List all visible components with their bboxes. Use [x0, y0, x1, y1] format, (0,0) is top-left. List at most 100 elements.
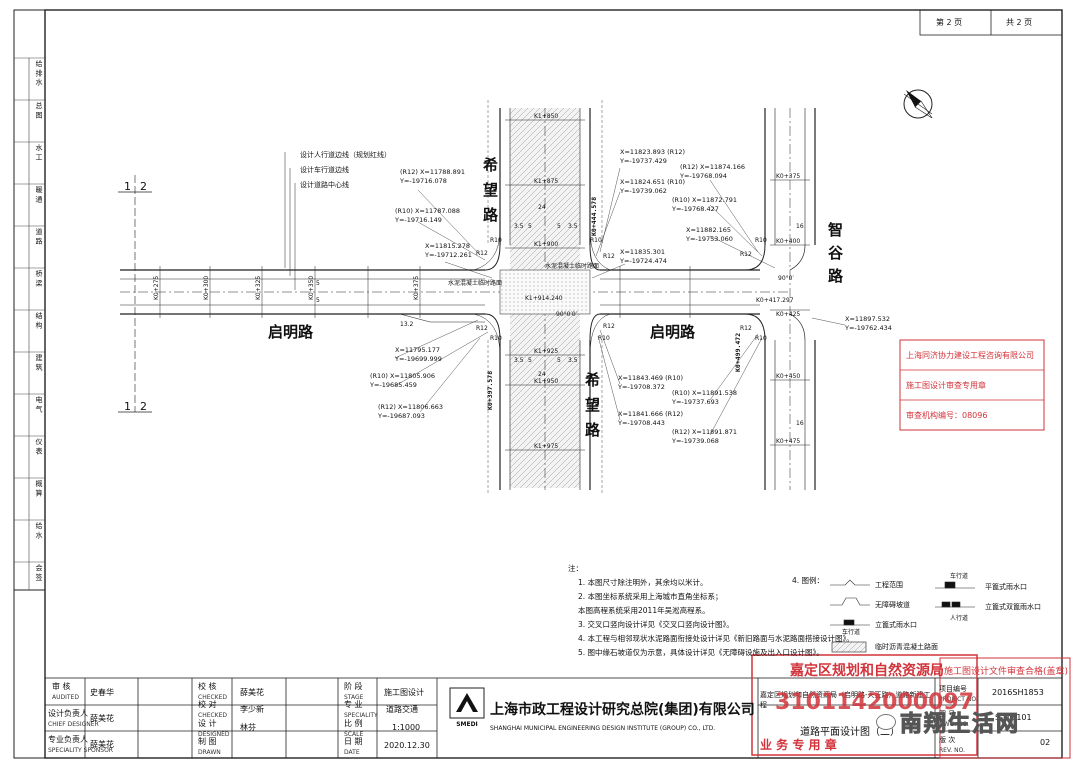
svg-text:R12: R12	[740, 325, 752, 332]
svg-text:24: 24	[538, 371, 546, 378]
stamp-agency-tail: 业 务 专 用 章	[760, 738, 837, 752]
strip-estimate: 概 算	[35, 480, 43, 497]
svg-text:R10: R10	[490, 335, 502, 342]
legend-lane-1: 车行道	[950, 573, 969, 580]
svg-text:13.2: 13.2	[400, 321, 414, 328]
station-zg375: K0+375	[776, 173, 800, 180]
svg-text:3.5: 3.5	[514, 223, 524, 230]
svg-text:5: 5	[316, 297, 320, 304]
svg-text:24: 24	[538, 204, 546, 211]
tb-proof-name: 李少新	[240, 705, 264, 714]
tb-name-chief: 薛美花	[90, 714, 114, 723]
svg-text:R10: R10	[490, 237, 502, 244]
svg-text:R10: R10	[598, 335, 610, 342]
strip-electric: 电 气	[35, 396, 43, 413]
legend-item-double-inlet: 立篦式双篦雨水口	[985, 603, 1041, 611]
stamp-top-right: 施工图设计文件审查合格(盖章)	[944, 667, 1069, 677]
legend-symbols	[830, 579, 975, 653]
smedi-logo: SMEDI	[449, 687, 485, 728]
svg-text:3.5: 3.5	[568, 357, 578, 364]
temp-road-label-right: 水泥混凝土临时路面	[545, 262, 599, 270]
svg-text:R12: R12	[603, 323, 615, 330]
strip-instrument: 仪 表	[35, 438, 43, 455]
station-zg425: K0+425	[776, 311, 800, 318]
watermark-text: 南翔生活网	[899, 712, 1021, 738]
xiwang-road	[473, 100, 611, 495]
station-k1925: K1+925	[534, 348, 558, 355]
legend-title: 4. 图例：	[792, 576, 825, 585]
section-cut	[118, 175, 152, 413]
agency-stamp-box	[751, 654, 978, 756]
stamp-agency-no: 3101142000097	[775, 690, 974, 715]
tb-drawing-name: 道路平面设计图（二）	[800, 727, 900, 738]
svg-text:3.5: 3.5	[568, 223, 578, 230]
road-name-zhigu: 智 谷 路	[828, 221, 844, 285]
station-k0325: K0+325	[255, 276, 262, 300]
tb-company-en: SHANGHAI MUNICIPAL ENGINEERING DESIGN IN…	[490, 725, 716, 732]
legend-line-center: 设计道路中心线	[300, 181, 349, 189]
svg-text:R12: R12	[603, 253, 615, 260]
note-5: 4. 本工程与相邻现状水泥路面衔接处设计详见《新旧路面与水泥路面搭接设计图》。	[578, 634, 854, 643]
tb-stage-value: 施工图设计	[384, 688, 424, 697]
coord-8: X=11824.651 (R10)Y=-19739.062	[620, 178, 685, 195]
svg-text:2: 2	[140, 180, 147, 193]
strip-water: 给 排 水	[35, 60, 43, 86]
legend-item-scope: 工程范围	[875, 581, 903, 589]
coord-leaders	[394, 167, 846, 436]
note-2: 2. 本图坐标系统采用上海城市直角坐标系；	[578, 592, 723, 601]
svg-text:路: 路	[585, 421, 601, 439]
svg-text:3.5: 3.5	[514, 357, 524, 364]
strip-general: 总 图	[35, 102, 43, 119]
page-current: 第 2 页	[936, 18, 963, 27]
svg-text:R10: R10	[755, 237, 767, 244]
tb-design-name: 林芬	[240, 723, 256, 732]
review-stamp-box	[899, 339, 1045, 431]
svg-text:希: 希	[585, 371, 600, 389]
tb-name-audit: 史春华	[90, 688, 114, 697]
svg-text:5: 5	[528, 223, 532, 230]
svg-text:希: 希	[483, 156, 498, 174]
temp-road-label-left: 水泥混凝土临时路面	[448, 279, 502, 287]
svg-text:16: 16	[796, 420, 804, 427]
angle-label-2: 90°0′0″	[556, 311, 579, 318]
strip-architecture: 建 筑	[35, 354, 43, 371]
stamp-review-scope: 施工图设计审查专用章	[906, 381, 986, 390]
road-name-qiming-right: 启明路	[650, 323, 696, 341]
legend-item-ramp: 无障碍坡道	[875, 601, 910, 609]
svg-text:2: 2	[140, 400, 147, 413]
north-arrow	[903, 89, 933, 119]
tb-scale-value: 1:1000	[392, 723, 421, 732]
station-xw-main: K0+444.578	[590, 197, 598, 236]
svg-text:智: 智	[828, 221, 843, 239]
stamp-review-company: 上海同济协力建设工程咨询有限公司	[906, 351, 1034, 360]
station-zg-main: K0+499.472	[734, 333, 742, 372]
angle-label-1: 90°0′	[778, 275, 794, 282]
tb-project-name: 嘉定区规划和自然资源局（启明路-天正路）道路新建工程	[760, 691, 931, 709]
svg-text:5: 5	[557, 357, 561, 364]
tb-spec-value: 道路交通	[386, 705, 418, 714]
station-k0275: K0+275	[153, 276, 160, 300]
svg-text:1: 1	[124, 180, 131, 193]
strip-countersign: 会 签	[35, 564, 43, 581]
top-right-stamp-box	[939, 657, 1071, 759]
svg-text:望: 望	[483, 181, 498, 199]
coord-10: X=11843.469 (R10)Y=-19708.372	[618, 374, 683, 391]
note-1: 1. 本图尺寸除注明外，其余均以米计。	[578, 578, 708, 587]
svg-text:R12: R12	[476, 325, 488, 332]
svg-text:R12: R12	[740, 251, 752, 258]
station-k0375: K0+375	[413, 276, 420, 300]
station-k0300: K0+300	[203, 276, 210, 300]
station-k0350: K0+350	[308, 276, 315, 300]
